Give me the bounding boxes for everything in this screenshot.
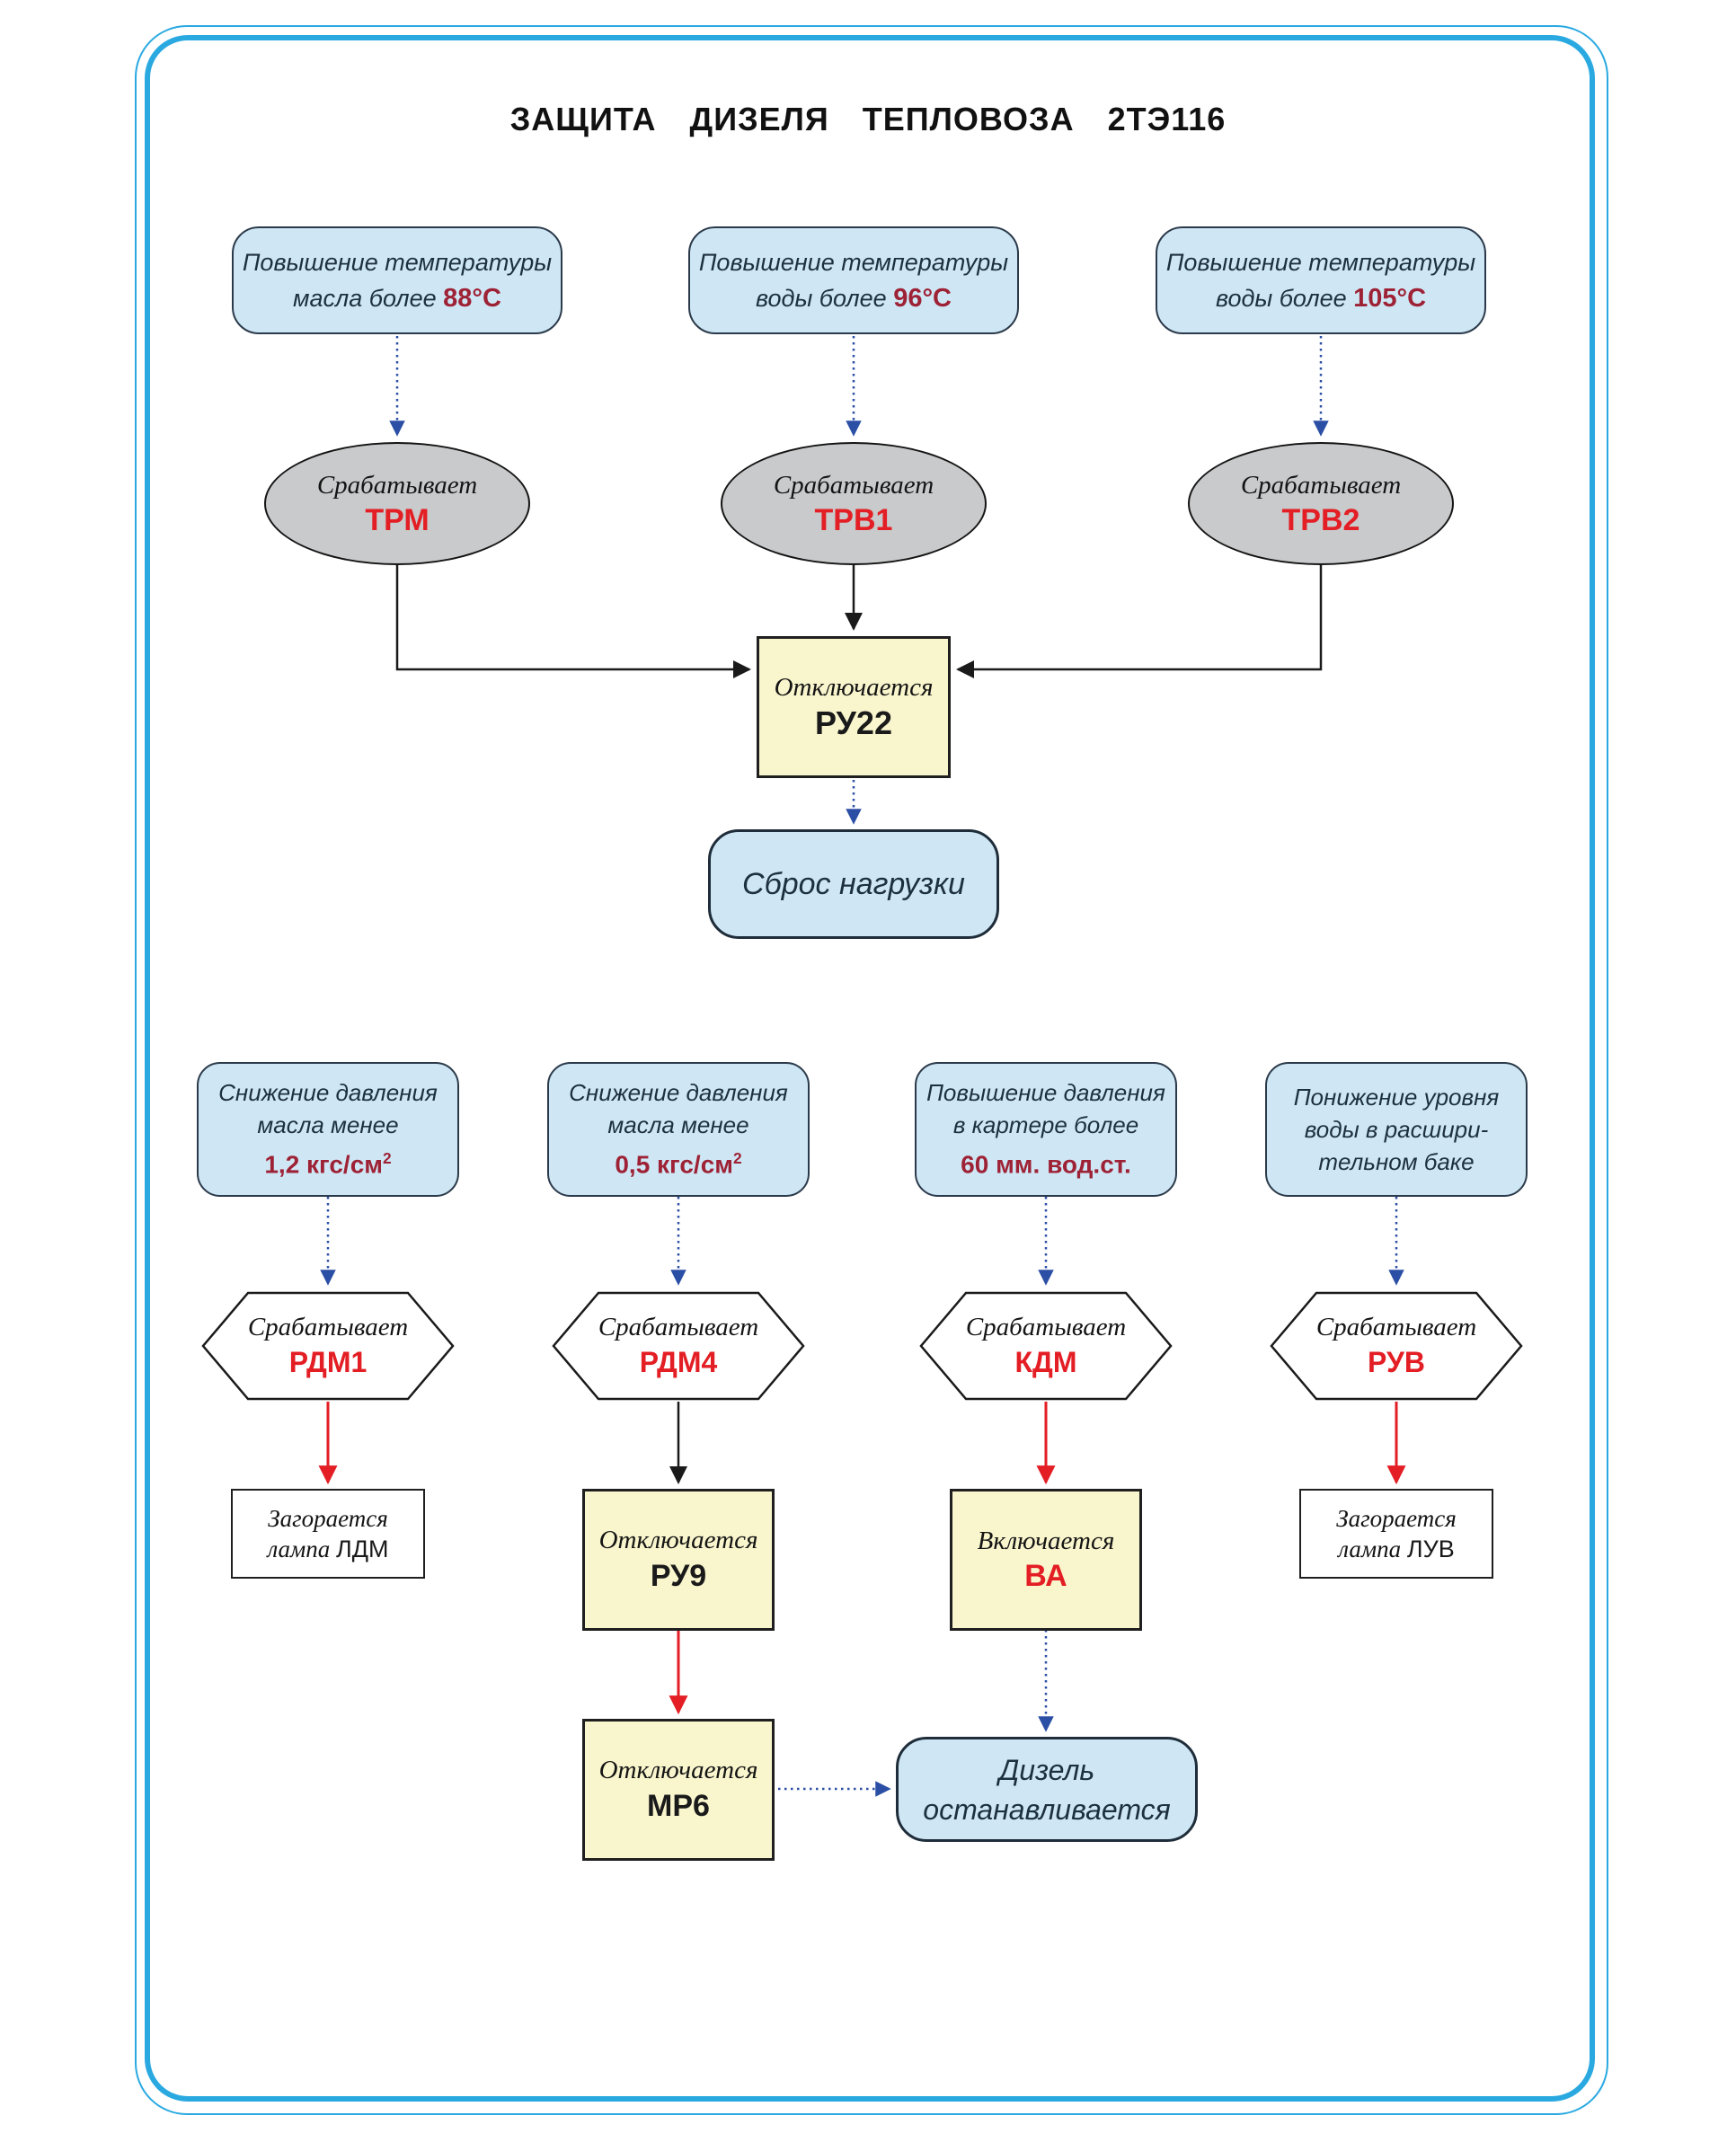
condition-value: 96°С	[893, 284, 952, 313]
condition-value: 60 мм. вод.ст.	[961, 1141, 1131, 1182]
condition-line: в картере более	[952, 1111, 1139, 1139]
condition-line: Повышение температуры	[698, 249, 1009, 276]
device-label: ЛУВ	[1406, 1536, 1455, 1562]
detector-action: Срабатывает	[965, 1313, 1127, 1341]
contactor-va-box: Включается ВА	[950, 1489, 1142, 1631]
detector-rdm4-hexagon: Срабатывает РДМ4	[552, 1291, 805, 1401]
device-label: РДМ1	[288, 1346, 368, 1378]
condition-line: Снижение давления	[218, 1079, 438, 1107]
condition-line: масла более 88°С	[293, 280, 501, 316]
device-label: РУ22	[815, 704, 892, 741]
condition-value-sup: 2	[383, 1149, 392, 1168]
condition-line: Понижение уровня	[1293, 1084, 1500, 1111]
condition-value: 105°С	[1353, 284, 1427, 313]
detector-trv1-ellipse: Срабатывает ТРВ1	[721, 442, 987, 565]
condition-line: Снижение давления	[569, 1079, 788, 1107]
condition-line: масла менее	[607, 1111, 749, 1139]
condition-water-temp-96-box: Повышение температуры воды более 96°С	[688, 226, 1019, 334]
condition-text: воды более	[1215, 285, 1354, 312]
detector-kdm-hexagon: Срабатывает КДМ	[919, 1291, 1173, 1401]
detector-ruv-hexagon: Срабатывает РУВ	[1270, 1291, 1523, 1401]
device-label: КДМ	[1014, 1346, 1077, 1378]
hexagon-shape	[1270, 1291, 1523, 1401]
condition-line: масла менее	[257, 1111, 399, 1139]
condition-crankcase-pressure-box: Повышение давления в картере более 60 мм…	[915, 1062, 1177, 1197]
relay-ru9-box: Отключается РУ9	[582, 1489, 775, 1631]
condition-water-temp-105-box: Повышение температуры воды более 105°С	[1156, 226, 1486, 334]
lamp-luv-box: Загорается лампа ЛУВ	[1299, 1489, 1493, 1579]
condition-line: Повышение температуры	[1165, 249, 1476, 276]
detector-action: Срабатывает	[1315, 1313, 1477, 1341]
detector-action: Срабатывает	[598, 1313, 759, 1341]
page-frame	[135, 25, 1608, 2115]
hexagon-shape	[919, 1291, 1173, 1401]
condition-text: воды более	[756, 285, 894, 312]
detector-trv2-ellipse: Срабатывает ТРВ2	[1188, 442, 1454, 565]
condition-value: 88°С	[443, 284, 501, 313]
lamp-action: Загорается	[1336, 1505, 1457, 1532]
lamp-word: лампа	[267, 1536, 337, 1562]
detector-action: Срабатывает	[247, 1313, 409, 1341]
condition-line: Повышение давления	[926, 1079, 1165, 1107]
condition-oil-temp-box: Повышение температуры масла более 88°С	[232, 226, 562, 334]
relay-mr6-box: Отключается МР6	[582, 1719, 775, 1861]
result-line: останавливается	[923, 1792, 1171, 1826]
condition-line: воды более 96°С	[756, 280, 952, 316]
lamp-line: лампа ЛУВ	[1338, 1534, 1454, 1564]
condition-line: тельном баке	[1318, 1148, 1475, 1175]
condition-water-level-box: Понижение уровня воды в расшири- тельном…	[1265, 1062, 1528, 1197]
condition-value: 0,5 кгс/см2	[615, 1141, 741, 1182]
result-label: Сброс нагрузки	[742, 866, 965, 901]
relay-action: Отключается	[598, 1756, 758, 1784]
device-label: ТРВ1	[814, 502, 893, 537]
device-label: ТРВ2	[1281, 502, 1360, 537]
detector-action: Срабатывает	[773, 470, 934, 500]
condition-text: масла более	[293, 285, 444, 312]
device-label: РУВ	[1368, 1346, 1425, 1378]
device-label: ТРМ	[365, 502, 430, 537]
lamp-action: Загорается	[268, 1505, 388, 1532]
lamp-word: лампа	[1338, 1536, 1407, 1562]
device-label: МР6	[647, 1789, 710, 1823]
load-shed-result-box: Сброс нагрузки	[708, 829, 999, 939]
hexagon-shape	[552, 1291, 805, 1401]
detector-trm-ellipse: Срабатывает ТРМ	[264, 442, 530, 565]
page-frame-inner	[145, 35, 1595, 2102]
relay-ru22-box: Отключается РУ22	[757, 636, 951, 778]
relay-action: Отключается	[774, 673, 934, 702]
detector-rdm1-hexagon: Срабатывает РДМ1	[201, 1291, 455, 1401]
condition-value-text: 0,5 кгс/см	[615, 1150, 733, 1179]
result-line: Дизель	[998, 1753, 1095, 1786]
detector-action: Срабатывает	[316, 470, 478, 500]
device-label: ВА	[1024, 1559, 1067, 1593]
device-label: ЛДМ	[336, 1536, 389, 1562]
condition-line: воды более 105°С	[1216, 280, 1426, 316]
diagram-title: ЗАЩИТА ДИЗЕЛЯ ТЕПЛОВОЗА 2ТЭ116	[509, 101, 1227, 137]
condition-value-text: 60 мм. вод.ст.	[961, 1150, 1131, 1179]
device-label: РДМ4	[639, 1346, 718, 1378]
lamp-ldm-box: Загорается лампа ЛДМ	[231, 1489, 425, 1579]
detector-action: Срабатывает	[1240, 470, 1402, 500]
condition-line: воды в расшири-	[1304, 1116, 1489, 1143]
lamp-line: лампа ЛДМ	[267, 1534, 388, 1564]
hexagon-shape	[201, 1291, 455, 1401]
relay-action: Отключается	[598, 1526, 758, 1554]
condition-value: 1,2 кгс/см2	[264, 1141, 391, 1182]
condition-line: Повышение температуры	[242, 249, 553, 276]
condition-value-text: 1,2 кгс/см	[264, 1150, 383, 1179]
device-label: РУ9	[650, 1559, 707, 1593]
condition-oil-pressure-05-box: Снижение давления масла менее 0,5 кгс/см…	[547, 1062, 810, 1197]
condition-oil-pressure-12-box: Снижение давления масла менее 1,2 кгс/см…	[197, 1062, 459, 1197]
condition-value-sup: 2	[733, 1149, 742, 1168]
contactor-action: Включается	[977, 1527, 1115, 1555]
diesel-stop-result-box: Дизель останавливается	[896, 1737, 1198, 1842]
